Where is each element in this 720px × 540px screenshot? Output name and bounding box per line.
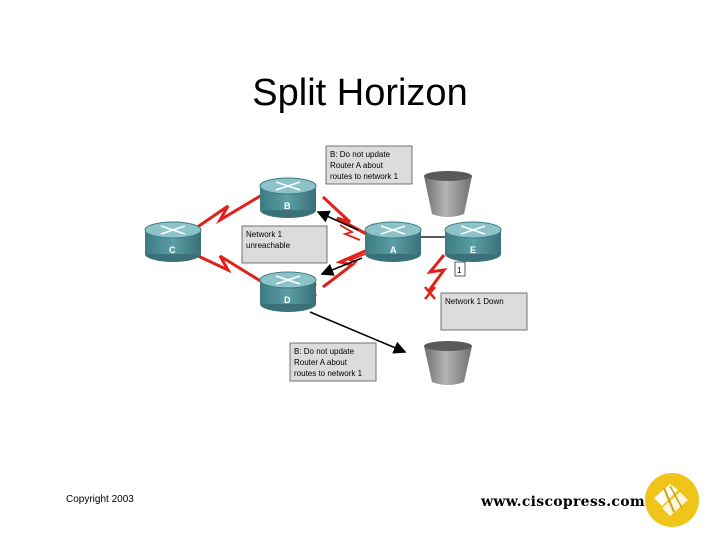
cisco-press-logo-icon <box>645 473 699 527</box>
router-d-label: D <box>284 295 291 305</box>
svg-text:B: Do not update Router A: B: Do not update Router A about routes t… <box>294 347 363 378</box>
server-top <box>424 171 472 217</box>
update-arrow-a-to-b <box>316 210 359 231</box>
router-a[interactable]: A <box>364 221 422 262</box>
note-arrow-d <box>309 311 407 354</box>
note-top-line-2: Router A about <box>330 161 384 170</box>
router-e-label: E <box>470 245 476 255</box>
server-bottom <box>424 341 472 385</box>
network-down-text: Network 1 Down <box>445 297 504 306</box>
step-number: 1 <box>457 266 462 275</box>
network-down-box <box>440 292 528 331</box>
serial-link-b-a <box>321 195 371 238</box>
serial-link-b-a-inner <box>339 224 361 241</box>
router-a-label: A <box>390 245 397 255</box>
serial-link-c-d <box>195 253 263 284</box>
serial-link-c-b <box>195 193 263 230</box>
website-url: www.ciscopress.com <box>481 494 645 510</box>
router-arrows-icon <box>460 225 486 235</box>
copyright-text: Copyright 2003 <box>66 494 134 505</box>
router-b-label: B <box>284 201 291 211</box>
svg-text:B: Do not update Router A: B: Do not update Router A about routes t… <box>330 150 399 181</box>
router-d[interactable]: D <box>259 271 317 312</box>
note-top-line-1: B: Do not update <box>330 150 391 159</box>
unreachable-box <box>241 225 328 264</box>
router-c-label: C <box>169 245 176 255</box>
router-arrows-icon <box>275 275 301 285</box>
note-top-line-3: routes to network 1 <box>330 172 399 181</box>
slide-title: Split Horizon <box>252 72 468 114</box>
unreachable-line-2: unreachable <box>246 241 291 250</box>
router-arrows-icon <box>275 181 301 191</box>
note-bottom-line-3: routes to network 1 <box>294 369 363 378</box>
note-box-top <box>325 145 413 185</box>
note-bottom-line-2: Router A about <box>294 358 348 367</box>
step-number-box <box>454 261 466 277</box>
router-arrows-icon <box>380 225 406 235</box>
update-arrow-a-to-d <box>320 257 363 276</box>
note-bottom-line-1: B: Do not update <box>294 347 355 356</box>
router-b[interactable]: B <box>259 177 317 218</box>
svg-text:Network 1 unreachable: Network 1 unreachable <box>246 230 291 250</box>
network-down-x <box>424 286 436 300</box>
network1-link <box>426 254 448 293</box>
router-arrows-icon <box>160 225 186 235</box>
unreachable-line-1: Network 1 <box>246 230 283 239</box>
note-box-bottom <box>289 342 377 382</box>
router-c[interactable]: C <box>144 221 202 262</box>
serial-link-d-a <box>322 246 373 289</box>
router-e[interactable]: E <box>444 221 502 262</box>
